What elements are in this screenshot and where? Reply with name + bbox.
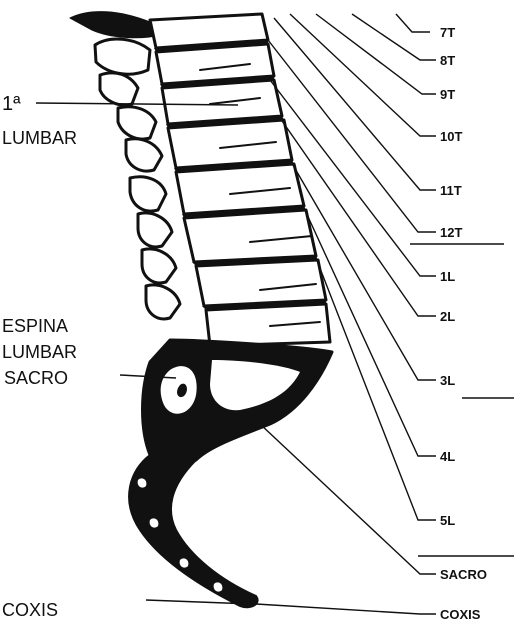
label-5l: 5L [440,513,455,528]
espina-label-line1: ESPINA [2,316,68,336]
label-1l: 1L [440,269,455,284]
label-11t: 11T [440,183,462,198]
coxis-left-label: COXIS [2,600,58,620]
label-12t: 12T [440,225,462,240]
sacrum-shape [143,340,333,467]
label-coxis-right: COXIS [440,607,481,622]
label-sacro-right: SACRO [440,567,487,582]
first-lumbar-label-number: 1ª [2,93,21,115]
right-labels: 7T 8T 9T 10T 11T 12T 1L 2L 3L 4L 5L SACR… [440,25,487,622]
label-8t: 8T [440,53,455,68]
label-3l: 3L [440,373,455,388]
first-lumbar-label-text: LUMBAR [2,128,77,148]
coccyx-shape [129,455,258,607]
espina-label-line2: LUMBAR [2,342,77,362]
sacro-left-label: SACRO [4,368,68,388]
label-2l: 2L [440,309,455,324]
left-labels: 1ª LUMBAR ESPINA LUMBAR SACRO COXIS [2,93,77,620]
label-4l: 4L [440,449,455,464]
vertebral-column [70,12,332,608]
label-10t: 10T [440,129,462,144]
label-7t: 7T [440,25,455,40]
label-9t: 9T [440,87,455,102]
